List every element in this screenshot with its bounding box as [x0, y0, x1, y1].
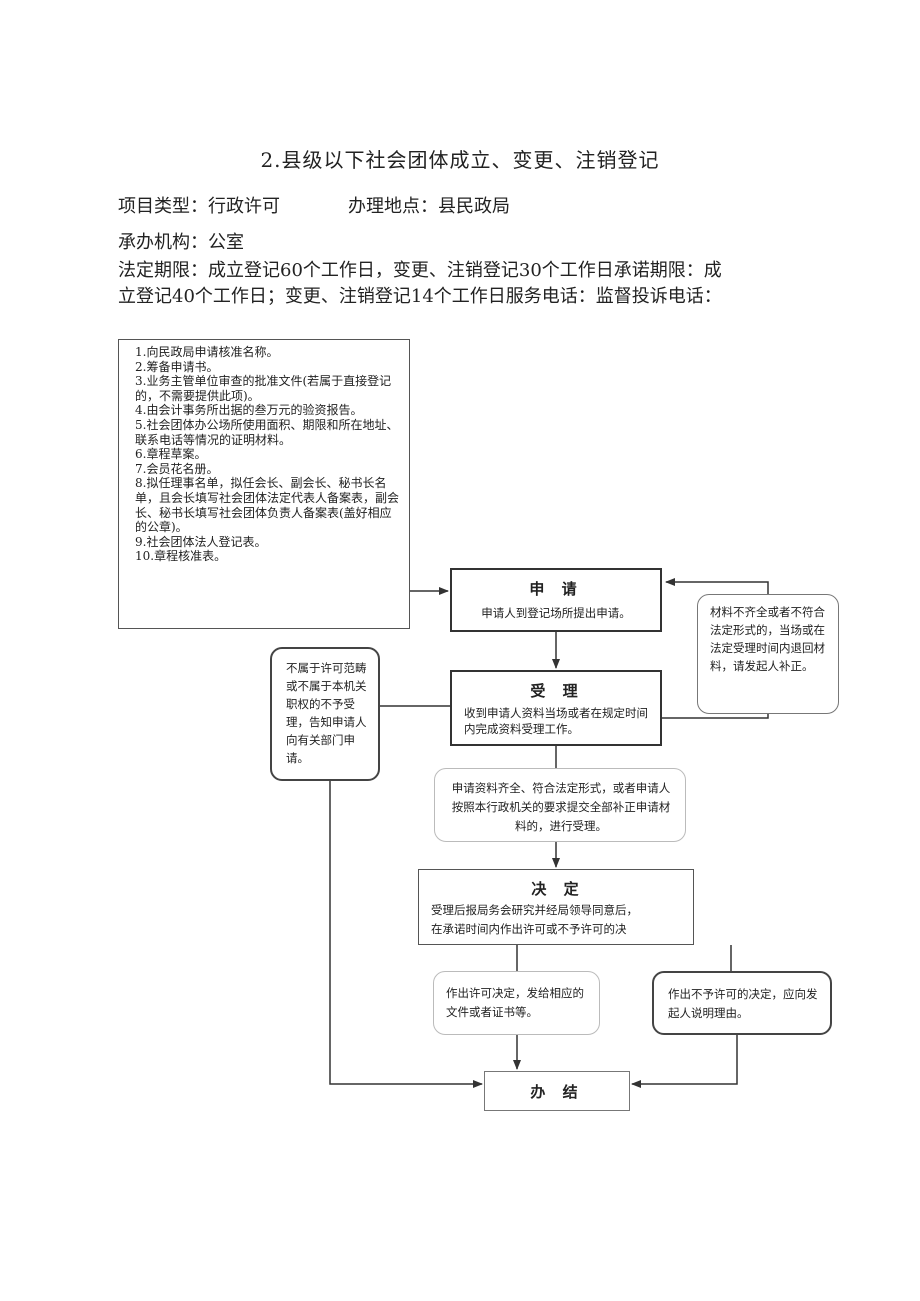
step-accept-title: 受 理 [530, 682, 584, 700]
step-decide-title: 决 定 [531, 880, 585, 898]
step-accept-text: 收到申请人资料当场或者在规定时间内完成资料受理工作。 [464, 706, 648, 736]
step-apply: 申 请 申请人到登记场所提出申请。 [450, 568, 662, 632]
step-decide-line1: 受理后报局务会研究并经局领导同意后， [431, 903, 638, 917]
project-type: 项目类型：行政许可 [118, 196, 280, 217]
material-item: 1.向民政局申请核准名称。 [135, 345, 279, 359]
material-item: 8.拟任理事名单，拟任会长、副会长、秘书长名单，且会长填写社会团体法定代表人备案… [135, 476, 400, 535]
material-item: 5.社会团体办公场所使用面积、期限和所在地址、联系电话等情况的证明材料。 [135, 417, 399, 447]
materials-list: 1.向民政局申请核准名称。 2.筹备申请书。 3.业务主管单位审查的批准文件(若… [118, 339, 410, 629]
material-item: 2.筹备申请书。 [135, 359, 219, 374]
note-deny: 作出不予许可的决定，应向发起人说明理由。 [652, 971, 832, 1035]
time-limits: 法定期限：成立登记60个工作日，变更、注销登记30个工作日承诺期限：成立登记40… [118, 260, 722, 307]
note-reject-scope: 不属于许可范畴或不属于本机关职权的不予受理，告知申请人向有关部门申请。 [270, 647, 380, 781]
note-accept-condition-text: 申请资料齐全、符合法定形式，或者申请人按照本行政机关的要求提交全部补正申请材料的… [451, 781, 671, 833]
material-item: 9.社会团体法人登记表。 [135, 534, 267, 549]
step-decide-line2: 在承诺时间内作出许可或不予许可的决 [431, 922, 627, 936]
connector-reject-to-finish [329, 781, 483, 1088]
note-incomplete-materials: 材料不齐全或者不符合法定形式的，当场或在法定受理时间内退回材料，请发起人补正。 [697, 594, 839, 714]
material-item: 7.会员花名册。 [135, 461, 219, 476]
connector-deny-to-finish [631, 1035, 738, 1088]
step-apply-text: 申请人到登记场所提出申请。 [481, 606, 631, 620]
note-incomplete-text: 材料不齐全或者不符合法定形式的，当场或在法定受理时间内退回材料，请发起人补正。 [710, 605, 825, 673]
office-location: 办理地点：县民政局 [348, 196, 510, 217]
material-item: 3.业务主管单位审查的批准文件(若属于直接登记的，不需要提供此项)。 [135, 374, 392, 403]
note-grant: 作出许可决定，发给相应的文件或者证书等。 [433, 971, 600, 1035]
material-item: 10.章程核准表。 [135, 549, 227, 564]
note-grant-text: 作出许可决定，发给相应的文件或者证书等。 [446, 986, 584, 1019]
step-finish: 办 结 [484, 1071, 630, 1111]
material-item: 4.由会计事务所出据的叁万元的验资报告。 [135, 403, 363, 418]
note-deny-text: 作出不予许可的决定，应向发起人说明理由。 [668, 987, 818, 1020]
step-accept: 受 理 收到申请人资料当场或者在规定时间内完成资料受理工作。 [450, 670, 662, 746]
handling-org: 承办机构：公室 [118, 232, 244, 253]
step-finish-title: 办 结 [530, 1083, 584, 1101]
note-accept-condition: 申请资料齐全、符合法定形式，或者申请人按照本行政机关的要求提交全部补正申请材料的… [434, 768, 686, 842]
step-apply-title: 申 请 [529, 580, 583, 598]
note-reject-scope-text: 不属于许可范畴或不属于本机关职权的不予受理，告知申请人向有关部门申请。 [286, 661, 367, 765]
page-title: 2.县级以下社会团体成立、变更、注销登记 [260, 148, 660, 172]
step-decide: 决 定 受理后报局务会研究并经局领导同意后， 在承诺时间内作出许可或不予许可的决 [418, 869, 694, 945]
material-item: 6.章程草案。 [135, 447, 207, 462]
